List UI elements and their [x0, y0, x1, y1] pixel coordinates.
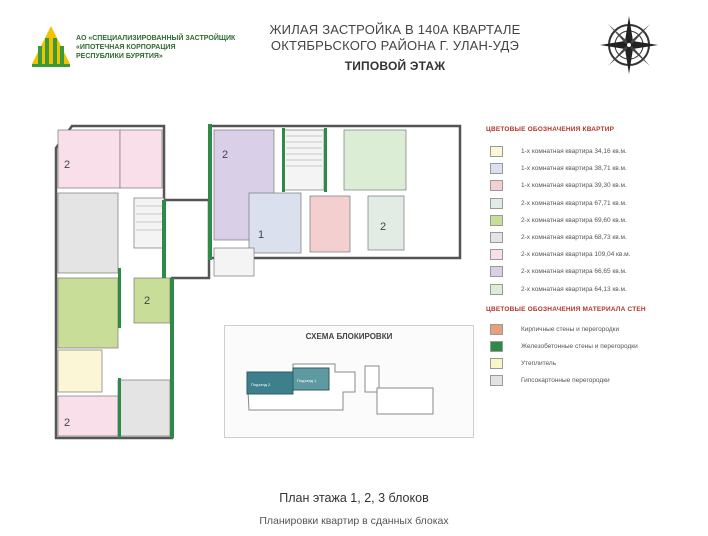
company-logo	[32, 26, 70, 67]
plan-number-2: 2	[222, 149, 228, 161]
apt-right-lilac	[213, 129, 275, 241]
apt-right-green-b	[367, 195, 405, 251]
apt-left-green-b	[133, 277, 171, 324]
color-swatch	[490, 283, 503, 295]
apt-left-yellow	[57, 349, 103, 393]
compass-rose-icon	[600, 16, 658, 74]
color-swatch	[490, 266, 503, 278]
apartment-legend-item: 1-х комнатная квартира 34,16 кв.м.	[486, 143, 696, 160]
floor-plan: 2 2 1 2 2 2	[54, 124, 462, 440]
apartment-legend-item: 2-х комнатная квартира 68,73 кв.м.	[486, 229, 696, 246]
apartments-legend-heading: ЦВЕТОВЫЕ ОБОЗНАЧЕНИЯ КВАРТИР	[486, 126, 615, 133]
apartment-legend-label: 1-х комнатная квартира 38,71 кв.м.	[521, 165, 627, 173]
apartment-legend-item: 2-х комнатная квартира 67,71 кв.м.	[486, 195, 696, 212]
floor-plan-subcaption: Планировки квартир в сданных блоках	[259, 515, 449, 527]
apartment-legend-label: 2-х комнатная квартира 68,73 кв.м.	[521, 234, 627, 242]
apartment-legend-item: 1-х комнатная квартира 38,71 кв.м.	[486, 160, 696, 177]
apt-right-blue	[248, 192, 302, 254]
apt-right-pink	[309, 195, 351, 253]
apt-left-gray	[57, 192, 119, 274]
floor-plan-caption: План этажа 1, 2, 3 блоков	[279, 491, 429, 505]
wall-legend-label: Утеплитель	[521, 360, 557, 368]
wall-legend-item: Железобетонные стены и перегородки	[486, 338, 696, 355]
apartment-legend-item: 2-х комнатная квартира 64,13 кв.м.	[486, 281, 696, 298]
plan-number-1: 2	[64, 159, 70, 171]
color-swatch	[490, 249, 503, 261]
color-swatch	[490, 180, 503, 192]
plan-number-5: 2	[144, 295, 150, 307]
plan-number-3: 1	[258, 229, 264, 241]
page-subtitle: ТИПОВОЙ ЭТАЖ	[344, 59, 446, 73]
plan-number-6: 2	[64, 417, 70, 429]
wall-legend-item: Утеплитель	[486, 355, 696, 372]
color-swatch	[490, 214, 503, 226]
color-swatch	[490, 323, 503, 335]
plan-number-4: 2	[380, 221, 386, 233]
scheme-title: СХЕМА БЛОКИРОВКИ	[305, 332, 393, 341]
apt-right-green	[343, 129, 407, 191]
apartment-legend-label: 2-х комнатная квартира 64,13 кв.м.	[521, 285, 627, 293]
apt-left-bottom-pink	[57, 395, 119, 437]
block-label-2: Подъезд 2	[251, 382, 271, 387]
apt-left-green	[57, 277, 119, 349]
apartment-legend-item: 1-х комнатная квартира 39,30 кв.м.	[486, 177, 696, 194]
wall-legend-item: Кирпичные стены и перегородки	[486, 321, 696, 338]
apt-top-left	[57, 129, 121, 189]
apartment-legend-label: 2-х комнатная квартира 66,65 кв.м.	[521, 268, 627, 276]
apartment-legend-label: 2-х комнатная квартира 67,71 кв.м.	[521, 199, 627, 207]
color-swatch	[490, 146, 503, 158]
apt-top-mid	[119, 129, 163, 189]
apartment-legend-label: 2-х комнатная квартира 109,04 кв.м.	[521, 251, 631, 259]
page-title: ЖИЛАЯ ЗАСТРОЙКА В 140А КВАРТАЛЕ ОКТЯБРЬС…	[250, 22, 540, 74]
color-swatch	[490, 375, 503, 387]
color-swatch	[490, 197, 503, 209]
apartment-legend-label: 1-х комнатная квартира 34,16 кв.м.	[521, 148, 627, 156]
company-name: АО «СПЕЦИАЛИЗИРОВАННЫЙ ЗАСТРОЙЩИК «ИПОТЕ…	[76, 35, 236, 60]
color-swatch	[490, 340, 503, 352]
apartment-legend-item: 2-х комнатная квартира 69,60 кв.м.	[486, 212, 696, 229]
color-swatch	[490, 232, 503, 244]
apartment-legend-item: 2-х комнатная квартира 109,04 кв.м.	[486, 246, 696, 263]
walls-legend-heading: ЦВЕТОВЫЕ ОБОЗНАЧЕНИЯ МАТЕРИАЛА СТЕН	[486, 305, 646, 313]
legend: ЦВЕТОВЫЕ ОБОЗНАЧЕНИЯ КВАРТИР 1-х комнатн…	[486, 126, 696, 389]
wall-legend-label: Железобетонные стены и перегородки	[521, 342, 638, 350]
color-swatch	[490, 358, 503, 370]
apartment-legend-label: 2-х комнатная квартира 69,60 кв.м.	[521, 216, 627, 224]
color-swatch	[490, 163, 503, 175]
apartment-legend-item: 2-х комнатная квартира 66,65 кв.м.	[486, 263, 696, 280]
apartment-legend-label: 1-х комнатная квартира 39,30 кв.м.	[521, 182, 627, 190]
block-label-1: Подъезд 1	[297, 378, 317, 383]
blocking-scheme: СХЕМА БЛОКИРОВКИ Подъезд 2 Подъезд 1	[224, 325, 474, 438]
apt-left-bottom-gray	[117, 379, 171, 437]
wall-legend-label: Гипсокартонные перегородки	[521, 377, 610, 385]
wall-legend-label: Кирпичные стены и перегородки	[521, 325, 620, 333]
wall-legend-item: Гипсокартонные перегородки	[486, 372, 696, 389]
